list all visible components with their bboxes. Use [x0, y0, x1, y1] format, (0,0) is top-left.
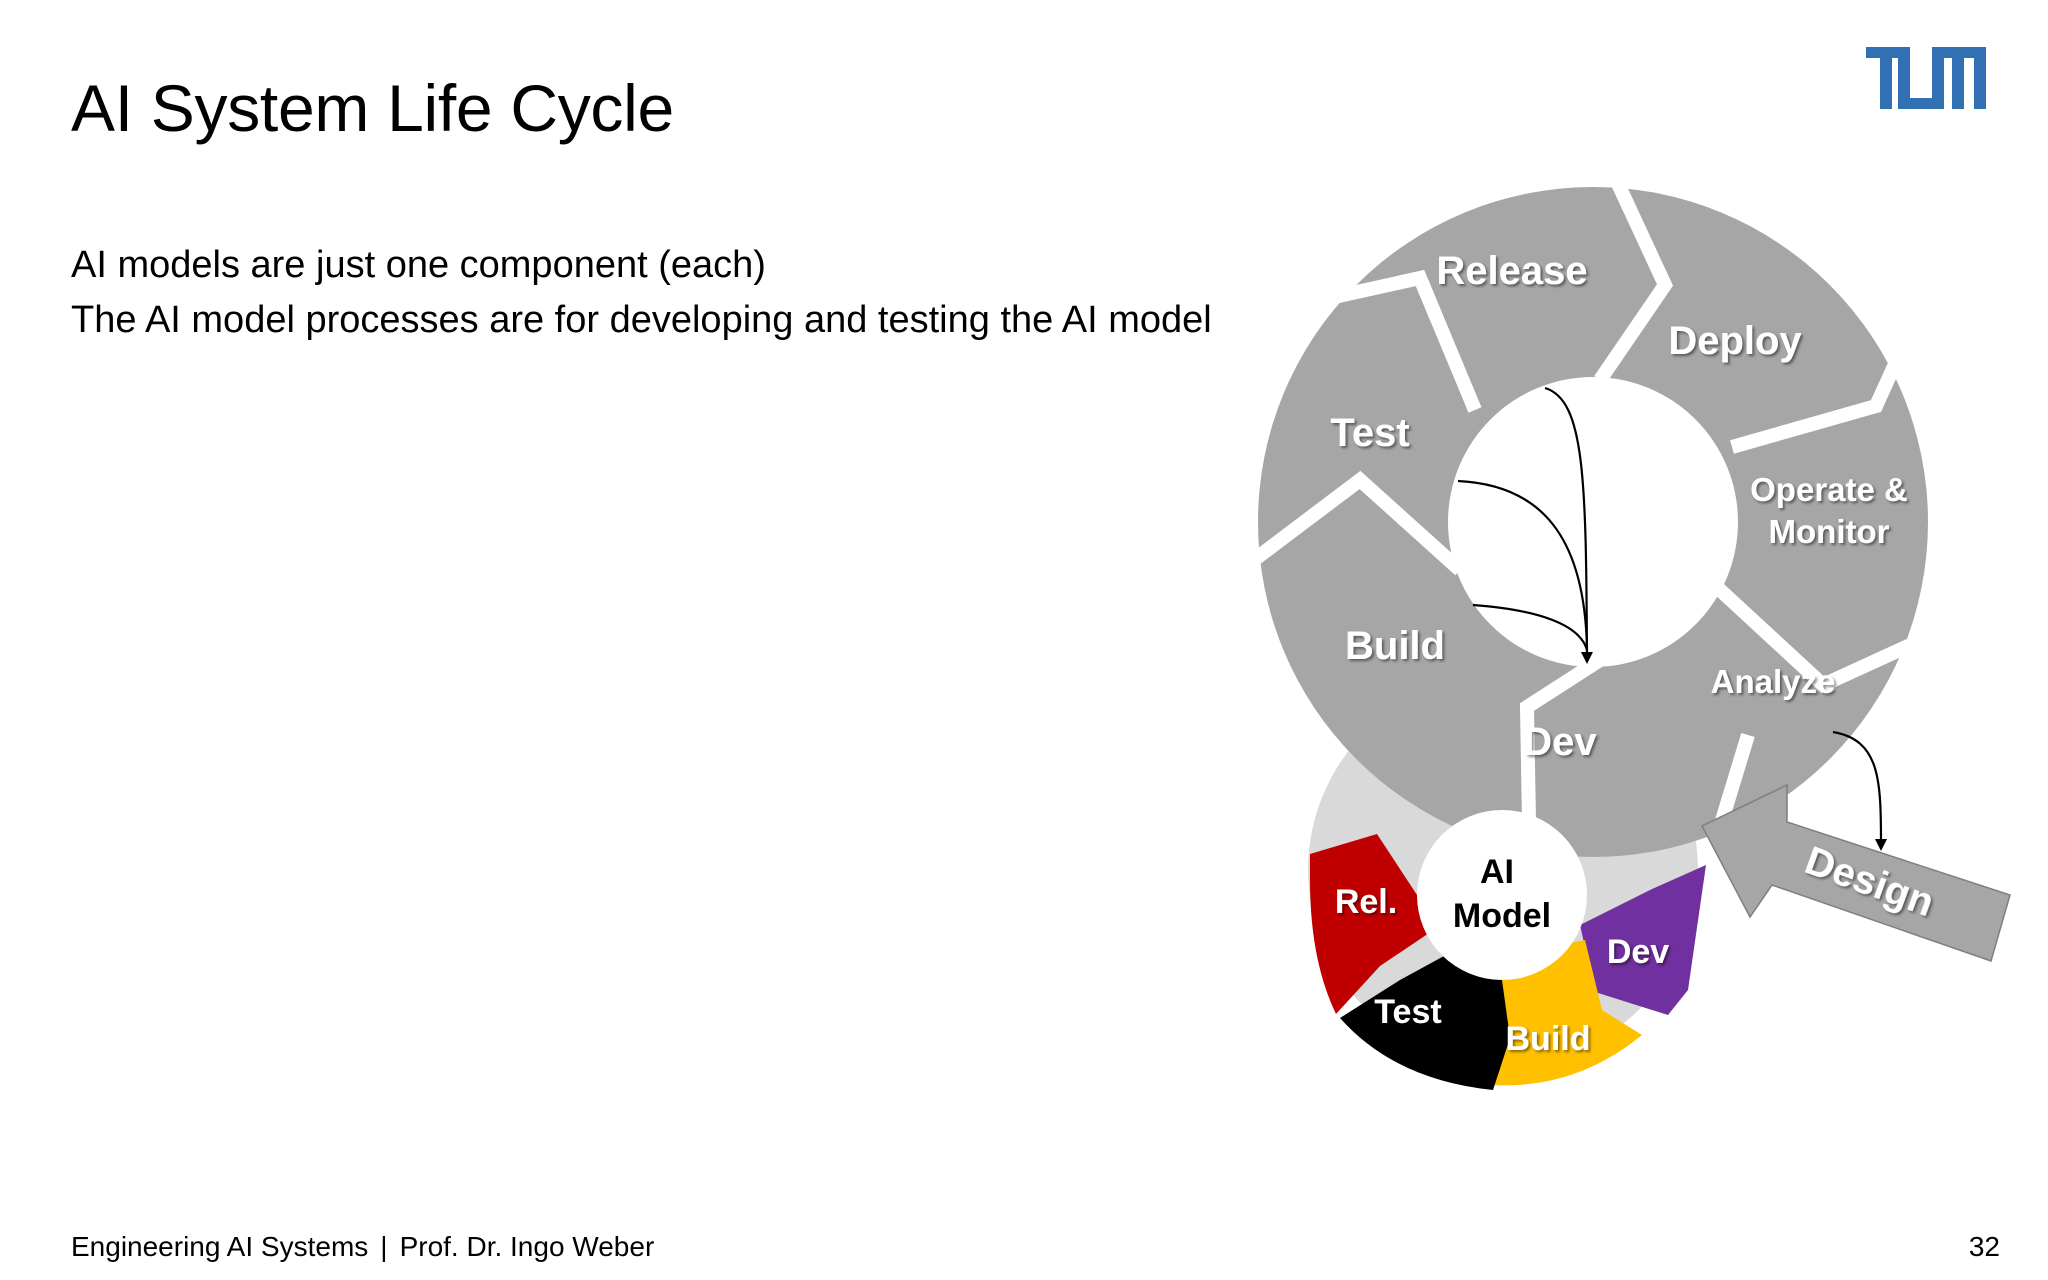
tum-logo	[1866, 47, 1986, 109]
outer-hole	[1448, 377, 1738, 667]
stage-label-monitor: Monitor	[1769, 513, 1890, 550]
stage-label-operate: Operate &	[1750, 471, 1908, 508]
bullet-2: The AI model processes are for developin…	[71, 299, 1212, 341]
footer-author: Prof. Dr. Ingo Weber	[399, 1231, 655, 1262]
inner-label-dev: Dev	[1607, 933, 1669, 971]
inner-segment-dev	[1580, 865, 1706, 1015]
inner-cycle	[1310, 810, 1706, 1090]
inner-segment-test	[1340, 950, 1510, 1090]
outer-separators	[1240, 180, 1968, 881]
page-number: 32	[1968, 1231, 2000, 1262]
stage-label-build: Build	[1345, 624, 1445, 668]
flow-arrows	[1457, 386, 1887, 851]
bullet-1: AI models are just one component (each)	[71, 244, 766, 286]
stage-label-test: Test	[1330, 411, 1409, 455]
inner-center-model: Model	[1453, 897, 1551, 935]
inner-label-rel: Rel.	[1335, 883, 1397, 921]
inner-label-test: Test	[1374, 993, 1441, 1031]
footer-course: Engineering AI Systems	[71, 1231, 369, 1262]
inner-center-labels: AI Model	[1453, 853, 1551, 935]
slide-title: AI System Life Cycle	[71, 71, 674, 145]
footer-separator: |	[380, 1231, 388, 1262]
footer: Engineering AI Systems | Prof. Dr. Ingo We…	[71, 1231, 654, 1263]
stage-label-analyze: Analyze	[1711, 663, 1836, 700]
inner-labels: Rel. Dev Build Test	[1335, 883, 1669, 1058]
inner-center-ai: AI	[1480, 853, 1514, 891]
bullet-list: AI models are just one component (each) …	[71, 238, 1212, 348]
outer-labels: Release Deploy Operate & Monitor Analyze…	[1330, 249, 1939, 925]
inner-label-build: Build	[1506, 1020, 1591, 1058]
stage-label-dev: Dev	[1523, 720, 1597, 764]
outer-cycle	[1240, 180, 1968, 881]
stage-label-deploy: Deploy	[1668, 319, 1802, 363]
inner-center-circle	[1417, 810, 1587, 980]
stage-label-release: Release	[1436, 249, 1587, 293]
inner-segment-rel	[1310, 834, 1438, 1014]
lifecycle-diagram: Release Deploy Operate & Monitor Analyze…	[1240, 180, 2011, 1090]
design-arrow	[1700, 783, 2011, 962]
